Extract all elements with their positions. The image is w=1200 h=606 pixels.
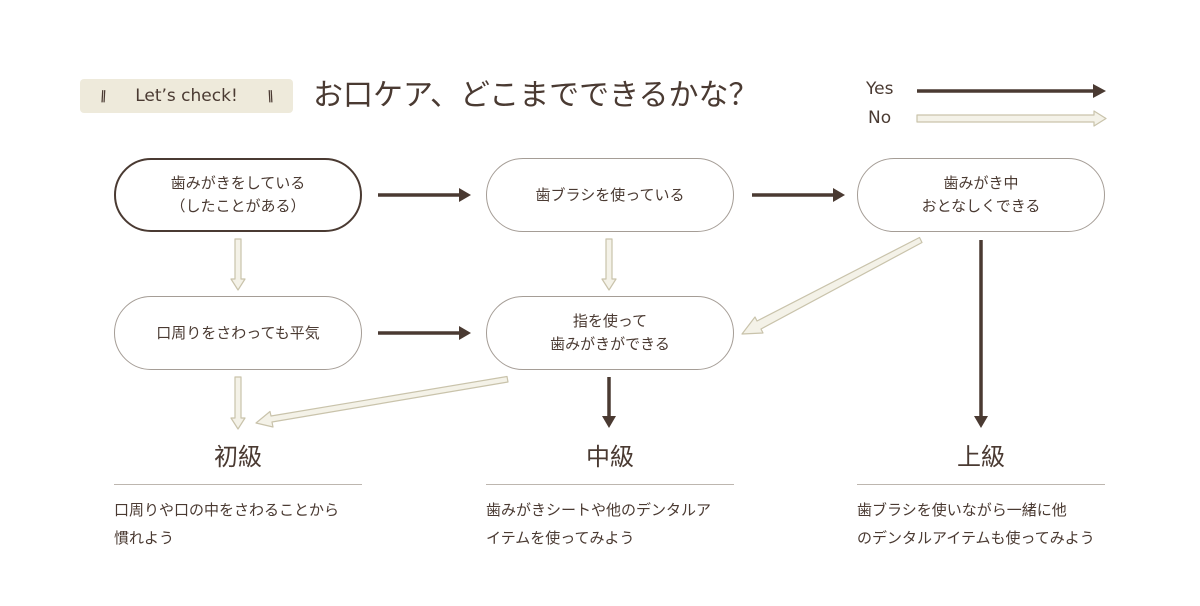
no-arrow-toothbrush-to-finger xyxy=(601,238,617,291)
level-advanced-desc-line1: 歯ブラシを使いながら一緒に他 xyxy=(857,501,1067,519)
yes-arrow-touch-to-finger xyxy=(378,326,471,340)
level-intermediate-desc-line2: イテムを使ってみよう xyxy=(486,529,635,547)
badge-label: Let’s check! xyxy=(135,86,238,106)
level-beginner-divider xyxy=(114,484,362,485)
level-advanced-desc-line2: のデンタルアイテムも使ってみよう xyxy=(857,529,1095,547)
level-intermediate-divider xyxy=(486,484,734,485)
yes-arrow-finger-to-intermediate xyxy=(602,377,616,428)
level-intermediate-desc: 歯みがきシートや他のデンタルア イテムを使ってみよう xyxy=(486,496,746,552)
level-intermediate-title: 中級 xyxy=(586,443,634,471)
yes-arrow-brushing-to-toothbrush xyxy=(378,188,471,202)
legend-no-arrow xyxy=(916,110,1107,127)
node-toothbrush: 歯ブラシを使っている xyxy=(486,158,734,232)
node-touch-ok: 口周りをさわっても平気 xyxy=(114,296,362,370)
lets-check-badge: \\ Let’s check! // xyxy=(80,79,293,113)
yes-arrow-toothbrush-to-calm xyxy=(752,188,845,202)
node-finger-line1: 指を使って xyxy=(572,312,648,330)
yes-arrow-calm-to-advanced xyxy=(974,240,988,428)
no-arrow-touch-to-beginner xyxy=(230,376,246,430)
node-calm-line1: 歯みがき中 xyxy=(943,174,1019,192)
node-finger-line2: 歯みがきができる xyxy=(550,335,670,353)
legend-no-label: No xyxy=(868,108,892,128)
level-beginner-desc: 口周りや口の中をさわることから 慣れよう xyxy=(114,496,374,552)
level-advanced-divider xyxy=(857,484,1105,485)
page-title: お口ケア、どこまでできるかな？ xyxy=(313,78,759,113)
no-arrow-brushing-to-touch xyxy=(230,238,246,291)
node-calm: 歯みがき中 おとなしくできる xyxy=(857,158,1105,232)
level-beginner-desc-line2: 慣れよう xyxy=(114,529,175,547)
no-arrow-finger-to-beginner xyxy=(255,375,509,428)
level-beginner-desc-line1: 口周りや口の中をさわることから xyxy=(114,501,340,519)
level-advanced-desc: 歯ブラシを使いながら一緒に他 のデンタルアイテムも使ってみよう xyxy=(857,496,1117,552)
no-arrow-calm-to-finger xyxy=(741,236,923,335)
level-intermediate-desc-line1: 歯みがきシートや他のデンタルア xyxy=(486,501,712,519)
node-brushing: 歯みがきをしている （したことがある） xyxy=(114,158,362,232)
node-brushing-line1: 歯みがきをしている xyxy=(170,174,306,192)
level-beginner-title: 初級 xyxy=(214,443,262,471)
legend-yes-label: Yes xyxy=(866,79,894,99)
node-touch-ok-line1: 口周りをさわっても平気 xyxy=(156,323,320,342)
node-toothbrush-line1: 歯ブラシを使っている xyxy=(535,185,685,204)
level-advanced-title: 上級 xyxy=(957,443,1005,471)
node-calm-line2: おとなしくできる xyxy=(921,197,1041,215)
node-brushing-line2: （したことがある） xyxy=(170,197,306,215)
legend-yes-arrow xyxy=(917,84,1106,98)
node-finger: 指を使って 歯みがきができる xyxy=(486,296,734,370)
